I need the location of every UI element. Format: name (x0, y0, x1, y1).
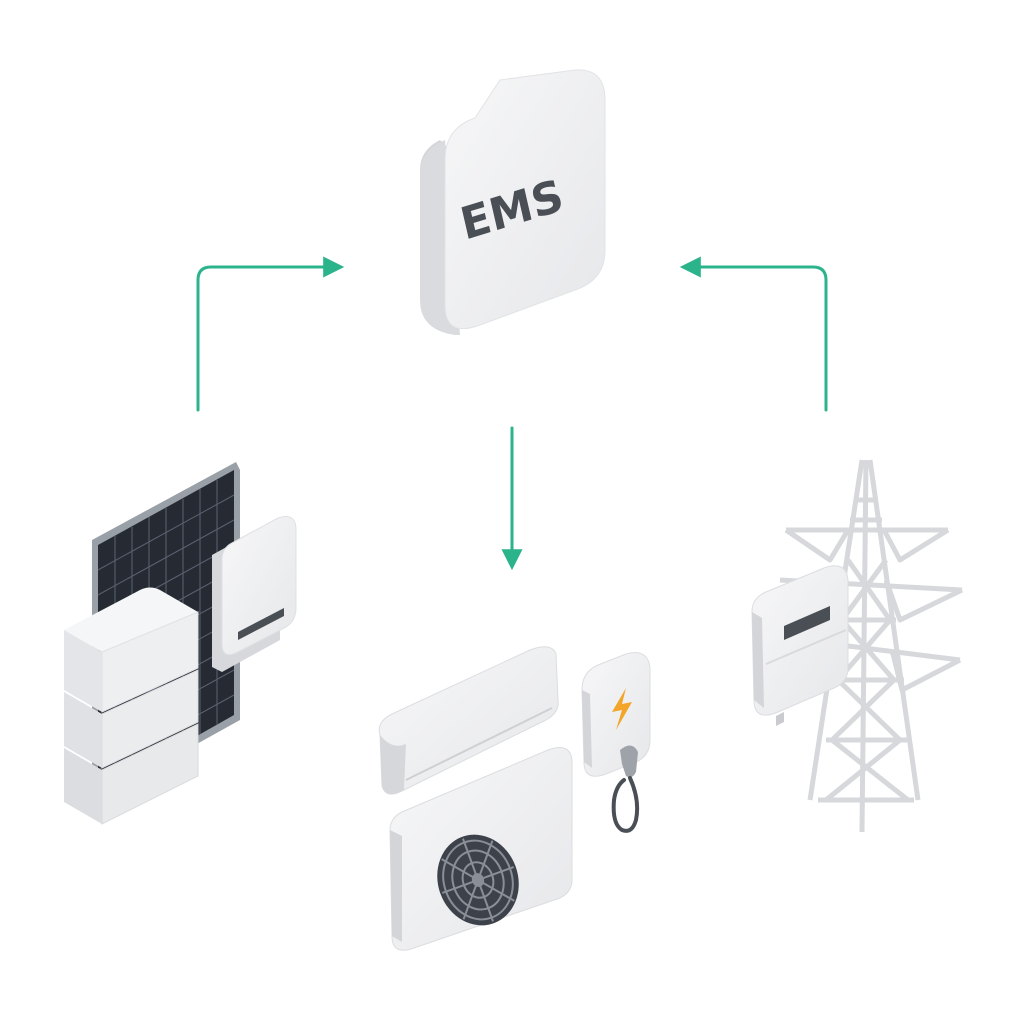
air-conditioner-outdoor-icon (389, 747, 573, 951)
loads-group (378, 646, 651, 951)
arrow-right-to-ems (679, 256, 828, 412)
lightning-bolt-icon (612, 688, 632, 730)
arrow-left-to-ems (196, 256, 345, 412)
solar-storage-group (64, 462, 297, 825)
electricity-meter-icon (751, 565, 849, 726)
battery-stack-icon (64, 587, 199, 825)
air-conditioner-indoor-icon (378, 646, 559, 795)
fan-icon (437, 834, 519, 926)
grid-group (751, 459, 964, 833)
ev-charger-icon (581, 652, 651, 833)
ems-box-icon: EMS (420, 69, 606, 335)
inverter-icon (212, 516, 297, 672)
